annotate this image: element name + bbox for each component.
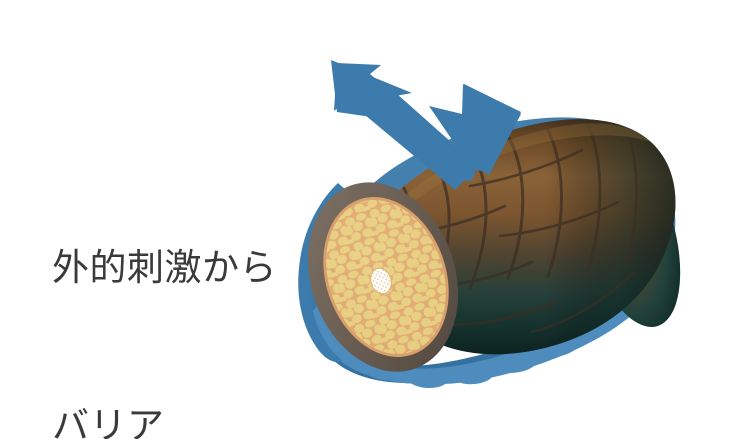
hair-cross-section-face (307, 182, 459, 372)
arrow-tail-bar (462, 84, 521, 175)
caption-text: 外的刺激から バリア (52, 138, 332, 439)
medulla-core (370, 268, 392, 294)
caption-line-1: 外的刺激から (52, 248, 277, 290)
barrier-left-arc (298, 183, 347, 363)
medulla-outline (370, 267, 392, 295)
arrowhead-icon (331, 60, 412, 120)
barrier-arrow (331, 60, 521, 190)
caption-line-2: バリア (52, 405, 165, 439)
arrow-shaft (366, 86, 478, 182)
